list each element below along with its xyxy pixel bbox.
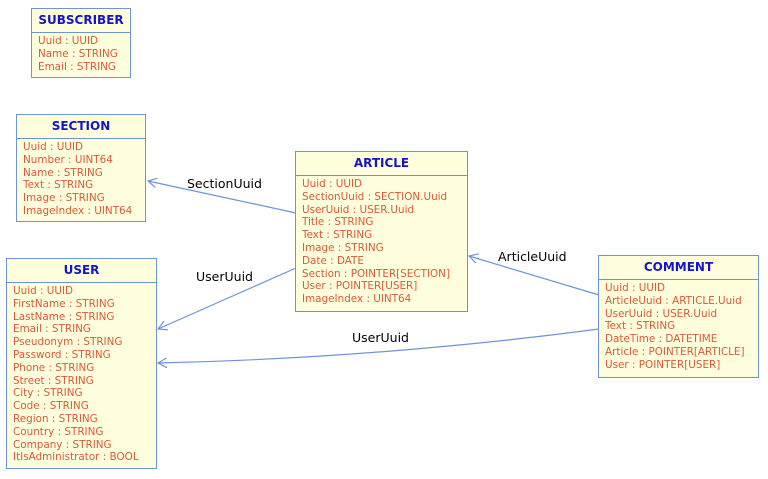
entity-title: ARTICLE <box>296 152 467 176</box>
entity-field: Title : STRING <box>302 216 374 229</box>
entity-field: Street : STRING <box>13 374 94 387</box>
relation-label-user-uuid-comment: UserUuid <box>352 330 409 345</box>
entity-field: Number : UINT64 <box>23 153 113 166</box>
entity-field: Email : STRING <box>38 60 116 73</box>
entity-field: Uuid : UUID <box>23 141 84 153</box>
entity-field: ItIsAdministrator : BOOL <box>13 451 139 464</box>
entity-field: Company : STRING <box>13 438 112 451</box>
entity-field: DateTime : DATETIME <box>605 333 718 346</box>
entity-field: User : POINTER[USER] <box>605 358 721 371</box>
entity-title: SECTION <box>17 115 145 139</box>
entity-field: Name : STRING <box>23 166 103 179</box>
entity-field: Name : STRING <box>38 47 118 60</box>
entity-field: UserUuid : USER.Uuid <box>605 307 718 320</box>
entity-field: Uuid : UUID <box>13 285 74 297</box>
entity-field: Image : STRING <box>23 192 105 205</box>
entity-field: Email : STRING <box>13 323 91 336</box>
entity-field: Code : STRING <box>13 400 89 413</box>
entity-field: Phone : STRING <box>13 361 95 374</box>
entity-field: Text : STRING <box>302 229 373 242</box>
entity-field: User : POINTER[USER] <box>302 280 418 293</box>
entity-field: Section : POINTER[SECTION] <box>302 267 451 280</box>
entity-field: Image : STRING <box>302 241 384 254</box>
entity-field: LastName : STRING <box>13 310 115 323</box>
entity-field: ImageIndex : UINT64 <box>23 204 133 217</box>
entity-field: UserUuid : USER.Uuid <box>302 203 415 216</box>
entity-field: Text : STRING <box>605 320 676 333</box>
entity-field: Uuid : UUID <box>38 35 99 47</box>
entity-field: FirstName : STRING <box>13 297 115 310</box>
entity-field: ImageIndex : UINT64 <box>302 293 412 306</box>
entity-field: Pseudonym : STRING <box>13 336 123 349</box>
entity-field: Country : STRING <box>13 425 104 438</box>
relation-label-section-uuid: SectionUuid <box>187 176 262 191</box>
relation-label-article-uuid: ArticleUuid <box>498 249 567 264</box>
entity-field: SectionUuid : SECTION.Uuid <box>302 190 448 203</box>
comment-to-article-connector <box>469 256 600 296</box>
entity-title: COMMENT <box>599 256 758 280</box>
entity-title: SUBSCRIBER <box>32 9 130 33</box>
entity-field: Uuid : UUID <box>605 282 666 294</box>
article-to-user-connector <box>158 267 297 329</box>
entity-field: Date : DATE <box>302 254 364 267</box>
relation-label-user-uuid-article: UserUuid <box>196 269 253 284</box>
article-to-section-connector <box>148 181 297 214</box>
entity-field: Text : STRING <box>23 179 94 192</box>
entity-field: ArticleUuid : ARTICLE.Uuid <box>605 294 742 307</box>
comment-to-user-connector <box>158 328 600 363</box>
entity-field: Article : POINTER[ARTICLE] <box>605 345 745 358</box>
entity-field: Region : STRING <box>13 412 98 425</box>
entity-field: City : STRING <box>13 387 83 400</box>
entity-title: USER <box>7 259 156 283</box>
entity-field: Password : STRING <box>13 348 111 361</box>
entity-field: Uuid : UUID <box>302 178 363 190</box>
